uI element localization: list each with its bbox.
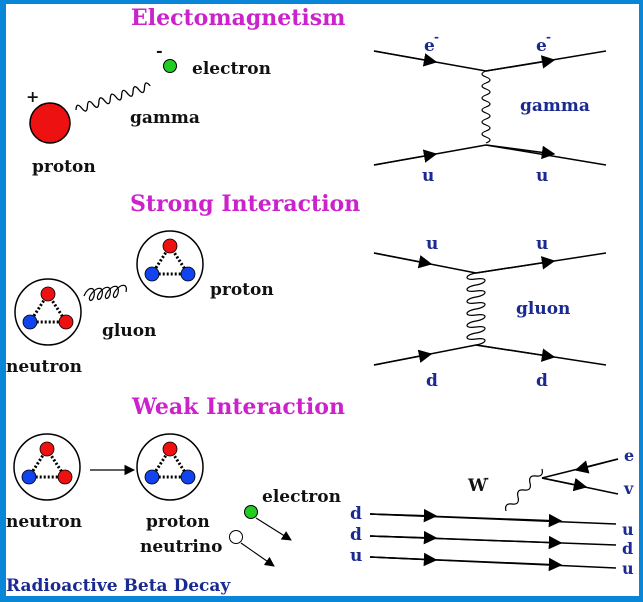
weak-title: Weak Interaction (131, 394, 345, 420)
weak-electron-ball (244, 505, 258, 519)
weak-left-quark-1: d (350, 504, 362, 524)
weak-proton-label: proton (146, 512, 210, 532)
beta-decay-caption: Radioactive Beta Decay (6, 576, 231, 596)
em-feyn-top-left: e (424, 36, 435, 56)
strong-neutron-nucleon (14, 278, 82, 346)
weak-neutron-label: neutron (6, 512, 82, 532)
em-proton-label: proton (32, 157, 96, 177)
weak-neutrino-ball (229, 530, 243, 544)
strong-gluon-propagator (466, 272, 486, 346)
strong-proton-label: proton (210, 280, 274, 300)
strong-feyn-boson: gluon (516, 299, 570, 319)
electron-ball (163, 59, 177, 73)
weak-left-quark-2: d (350, 525, 362, 545)
weak-electron-label: electron (262, 487, 341, 507)
em-title: Electomagnetism (131, 5, 345, 31)
em-photon-propagator (481, 70, 491, 144)
diagram-canvas: Electomagnetism + - electron gamma proto… (6, 4, 639, 596)
strong-feyn-bottom-left: d (426, 371, 438, 391)
strong-proton-nucleon (136, 230, 204, 298)
weak-lepton-neutrino: v (623, 479, 634, 498)
weak-right-quark-2: d (622, 539, 633, 558)
diagram-svg: Electomagnetism + - electron gamma proto… (6, 5, 634, 596)
neutrino-emission-arrow (240, 542, 275, 567)
strong-feynman-diagram (373, 252, 607, 366)
strong-feyn-top-right: u (536, 234, 548, 254)
gluon-coil (83, 284, 127, 302)
proton-ball (29, 102, 71, 144)
em-feyn-top-left-sup: - (434, 30, 439, 44)
weak-right-quark-1: u (622, 520, 634, 539)
weak-left-quark-3: u (350, 546, 362, 566)
weak-right-quark-3: u (622, 559, 634, 578)
weak-feynman-diagram (369, 458, 619, 572)
weak-proton-nucleon (136, 433, 204, 501)
w-boson-label: W (467, 476, 488, 496)
strong-feyn-top-left: u (426, 234, 438, 254)
em-electron-label: electron (192, 59, 271, 79)
w-boson-sup: - (484, 471, 489, 485)
em-feyn-bottom-left: u (422, 166, 434, 186)
w-boson-wave (505, 468, 543, 512)
electron-charge-sign: - (156, 41, 163, 60)
em-feynman-diagram (373, 50, 607, 166)
em-feyn-top-right-sup: - (546, 30, 551, 44)
proton-charge-sign: + (26, 87, 39, 106)
strong-gluon-label: gluon (102, 321, 156, 341)
em-gamma-label: gamma (130, 108, 200, 128)
em-feyn-top-right: e (536, 36, 547, 56)
em-feyn-boson: gamma (520, 96, 590, 116)
strong-feyn-bottom-right: d (536, 371, 548, 391)
strong-title: Strong Interaction (130, 191, 360, 217)
photon-wave (75, 82, 151, 112)
weak-neutron-nucleon (13, 433, 81, 501)
electron-emission-arrow (255, 517, 292, 541)
strong-neutron-label: neutron (6, 357, 82, 377)
em-feyn-bottom-right: u (536, 166, 548, 186)
weak-neutrino-label: neutrino (140, 537, 223, 557)
weak-lepton-electron: e (624, 446, 634, 465)
